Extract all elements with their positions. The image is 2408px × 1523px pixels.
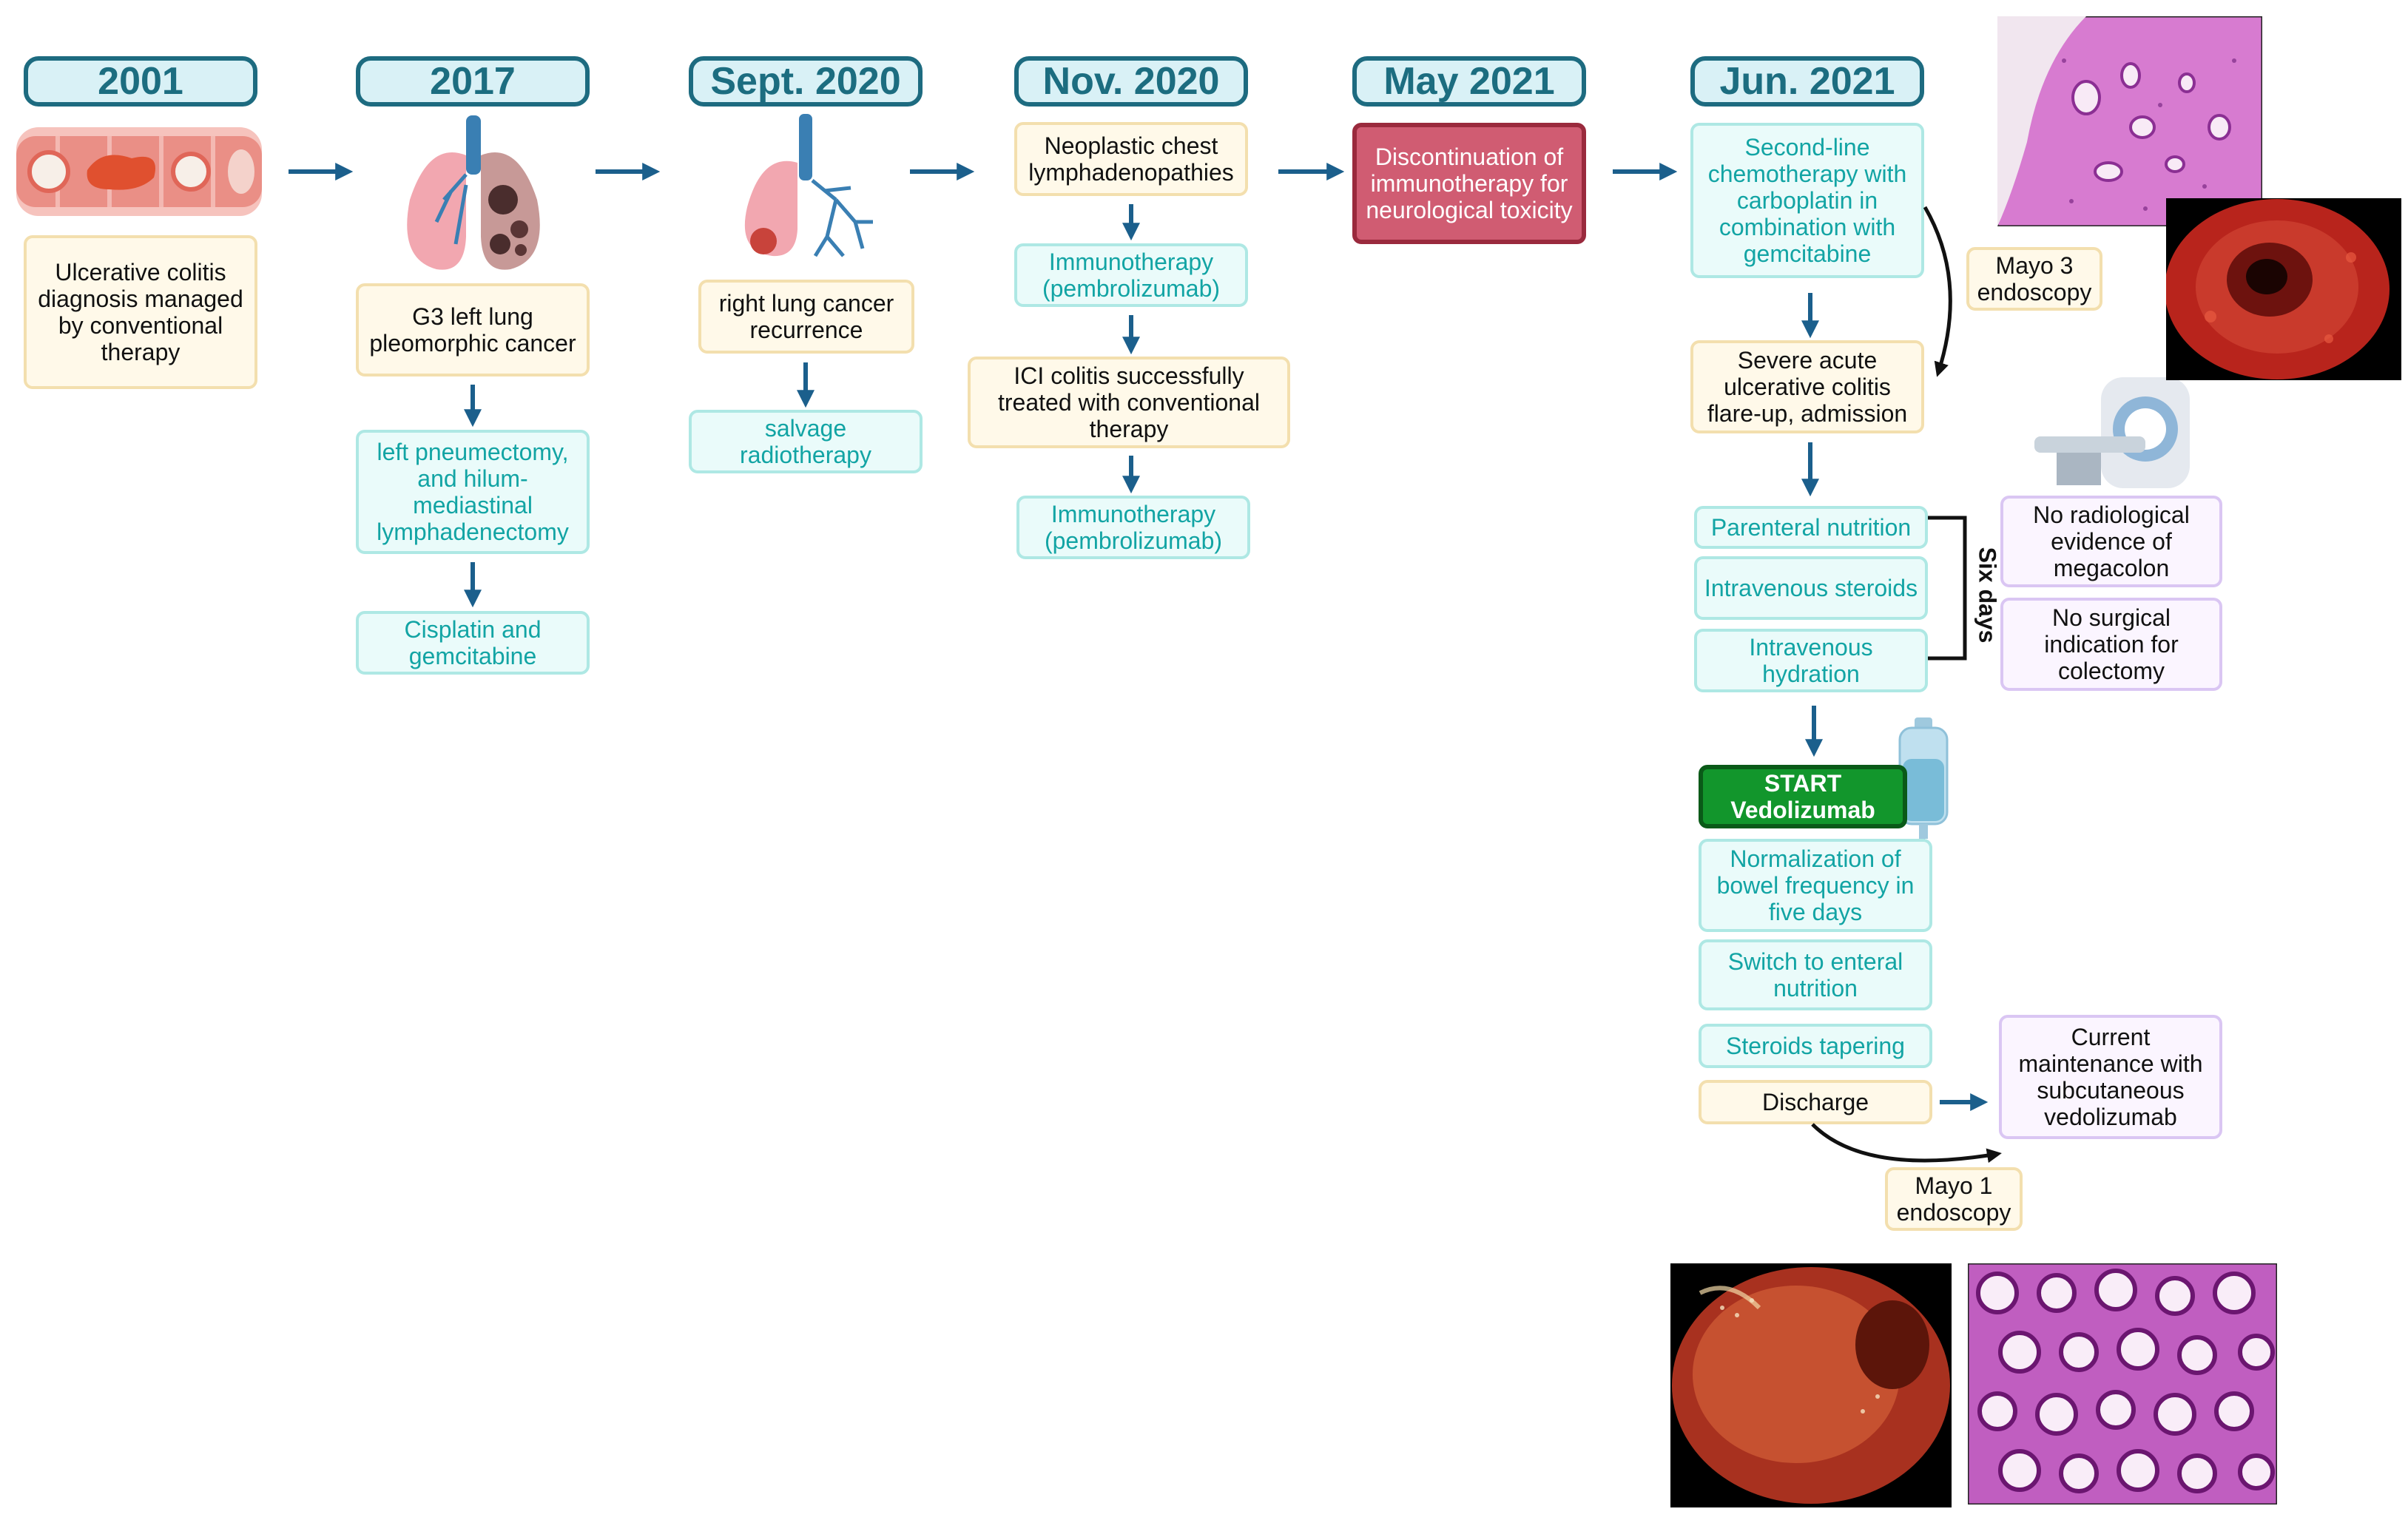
start-vedolizumab-box: START Vedolizumab [1699, 765, 1907, 828]
no-surgery-box: No surgical indication for colectomy [2000, 598, 2222, 691]
year-may-2021: May 2021 [1352, 56, 1586, 107]
immunotherapy-box-2: Immunotherapy (pembrolizumab) [1016, 496, 1250, 559]
steroids-tapering-box: Steroids tapering [1699, 1024, 1932, 1068]
endoscopy-mayo3-image [2166, 198, 2401, 380]
second-line-chemo-box: Second-line chemotherapy with carboplati… [1690, 123, 1924, 278]
normalization-box: Normalization of bowel frequency in five… [1699, 839, 1932, 932]
iv-steroids-box: Intravenous steroids [1694, 556, 1928, 620]
enteral-nutrition-box: Switch to enteral nutrition [1699, 939, 1932, 1010]
maintenance-box: Current maintenance with subcutaneous ve… [1999, 1015, 2222, 1139]
ici-colitis-box: ICI colitis successfully treated with co… [968, 357, 1290, 448]
no-megacolon-box: No radiological evidence of megacolon [2000, 496, 2222, 587]
year-nov-2020: Nov. 2020 [1014, 56, 1248, 107]
right-lung-icon [744, 114, 873, 257]
histology-normal-image [1968, 1263, 2277, 1505]
flare-up-box: Severe acute ulcerative colitis flare-up… [1690, 340, 1924, 433]
radiotherapy-box: salvage radiotherapy [689, 410, 923, 473]
six-days-label: Six days [1974, 547, 2001, 643]
lymphadenopathies-box: Neoplastic chest lymphadenopathies [1014, 122, 1248, 196]
ct-scanner-icon [2034, 377, 2190, 488]
discontinuation-box: Discontinuation of immunotherapy for neu… [1352, 123, 1586, 244]
parenteral-nutrition-box: Parenteral nutrition [1694, 506, 1928, 549]
recurrence-box: right lung cancer recurrence [698, 280, 914, 354]
immunotherapy-box-1: Immunotherapy (pembrolizumab) [1014, 243, 1248, 307]
cisplatin-box: Cisplatin and gemcitabine [356, 611, 590, 675]
lung-cancer-box: G3 left lung pleomorphic cancer [356, 283, 590, 376]
iv-hydration-box: Intravenous hydration [1694, 629, 1928, 692]
mayo1-box: Mayo 1 endoscopy [1885, 1167, 2023, 1231]
year-jun-2021: Jun. 2021 [1690, 56, 1924, 107]
histology-inflamed-image [1997, 16, 2262, 226]
endoscopy-mayo1-image [1670, 1263, 1952, 1507]
year-sept-2020: Sept. 2020 [689, 56, 923, 107]
uc-diagnosis-box: Ulcerative colitis diagnosis managed by … [24, 235, 257, 389]
lungs-icon [407, 115, 540, 270]
year-2001: 2001 [24, 56, 257, 107]
pneumectomy-box: left pneumectomy, and hilum-mediastinal … [356, 430, 590, 554]
iv-bag-icon [1898, 717, 1949, 873]
discharge-box: Discharge [1699, 1080, 1932, 1124]
year-2017: 2017 [356, 56, 590, 107]
mayo3-box: Mayo 3 endoscopy [1966, 247, 2102, 311]
colon-icon [16, 127, 262, 216]
